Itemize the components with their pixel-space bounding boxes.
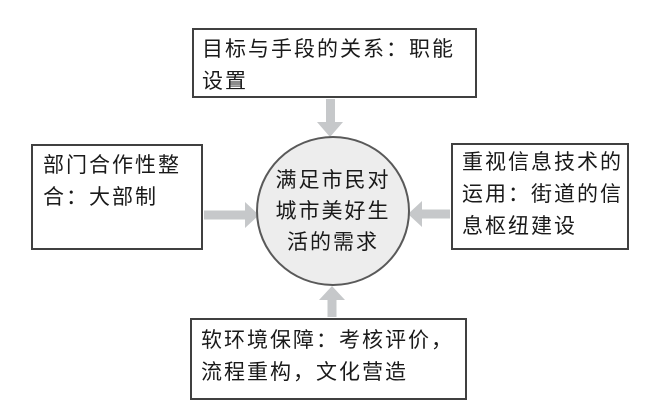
arrow-down-icon	[317, 99, 343, 137]
node-label: 部门合作性整合：大部制	[43, 154, 181, 209]
node-department-integration: 部门合作性整合：大部制	[31, 144, 203, 250]
node-goals-functions: 目标与手段的关系：职能设置	[192, 28, 477, 98]
node-information-technology: 重视信息技术的运用：街道的信息枢纽建设	[451, 143, 629, 250]
node-label: 重视信息技术的运用：街道的信息枢纽建设	[462, 151, 623, 238]
arrow-up-icon	[319, 286, 345, 317]
arrow-left-icon	[408, 201, 450, 227]
node-soft-environment: 软环境保障：考核评价，流程重构，文化营造	[190, 318, 467, 400]
node-label: 目标与手段的关系：职能设置	[202, 38, 455, 93]
arrow-right-icon	[204, 202, 259, 228]
center-node-citizen-needs: 满足市民对城市美好生活的需求	[256, 136, 410, 286]
node-label: 软环境保障：考核评价，流程重构，文化营造	[201, 329, 454, 384]
center-node-label: 满足市民对城市美好生活的需求	[275, 168, 391, 254]
